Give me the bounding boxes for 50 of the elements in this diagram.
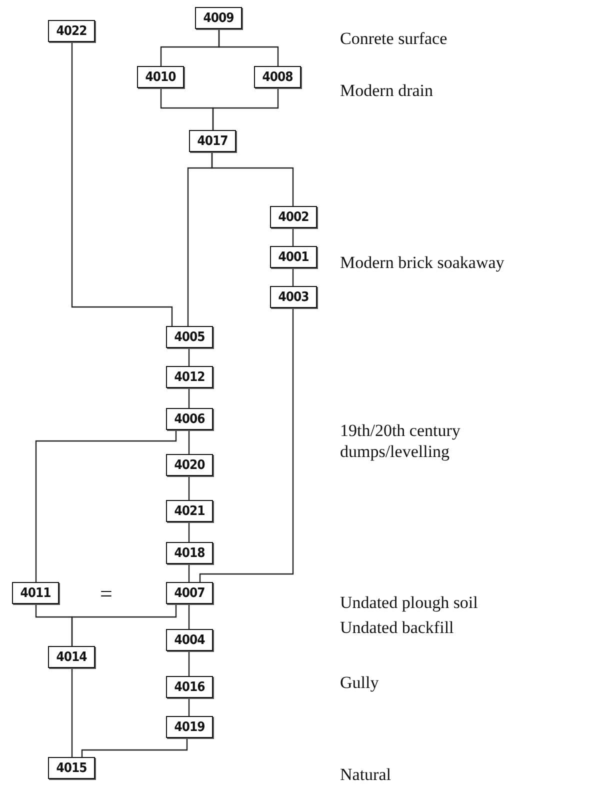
connector-line (188, 651, 190, 676)
context-box: 4001 (270, 246, 317, 268)
phase-label: Modern drain (340, 80, 434, 101)
connector-line (211, 152, 294, 206)
connector-line (188, 430, 190, 454)
connector-line (188, 522, 190, 542)
context-box: 4015 (48, 757, 95, 779)
context-box: 4018 (166, 542, 213, 564)
context-box: 4016 (166, 676, 213, 698)
connector-line (199, 308, 294, 582)
connector-line (71, 42, 173, 326)
context-box: 4014 (48, 646, 95, 668)
context-box: 4011 (12, 582, 59, 604)
context-box: 4002 (270, 206, 317, 228)
context-box: 4009 (195, 7, 242, 29)
connector-line (212, 88, 279, 130)
connector-line (188, 604, 190, 629)
phase-label: Conrete surface (340, 28, 448, 49)
context-box: 4012 (166, 366, 213, 388)
context-box: 4008 (254, 66, 301, 88)
connector-line (188, 348, 190, 366)
context-box: 4006 (166, 408, 213, 430)
context-box: 4003 (270, 286, 317, 308)
equals-sign: = (100, 583, 112, 604)
connector-line (188, 388, 190, 408)
context-box: 4004 (166, 629, 213, 651)
connector-line (188, 564, 190, 582)
context-box: 4021 (166, 500, 213, 522)
phase-label: Undated plough soil (340, 592, 478, 613)
connector-line (81, 738, 188, 757)
connector-line (292, 268, 294, 286)
connector-line (188, 476, 190, 500)
connector-line (71, 668, 73, 757)
context-box: 4019 (166, 716, 213, 738)
phase-label: Gully (340, 672, 379, 693)
context-box: 4020 (166, 454, 213, 476)
context-box: 4005 (166, 326, 213, 348)
connector-line (218, 29, 279, 66)
connector-line (292, 228, 294, 246)
context-box: 4022 (48, 20, 95, 42)
phase-label: Modern brick soakaway (340, 252, 504, 273)
connector-line (188, 698, 190, 716)
phase-label: Undated backfill (340, 617, 454, 638)
phase-label: 19th/20th century dumps/levelling (340, 420, 462, 462)
context-box: 4007 (166, 582, 213, 604)
context-box: 4010 (137, 66, 184, 88)
phase-label: Natural (340, 764, 391, 785)
connector-line (71, 604, 177, 646)
context-box: 4017 (189, 130, 236, 152)
connector-line (35, 430, 177, 582)
